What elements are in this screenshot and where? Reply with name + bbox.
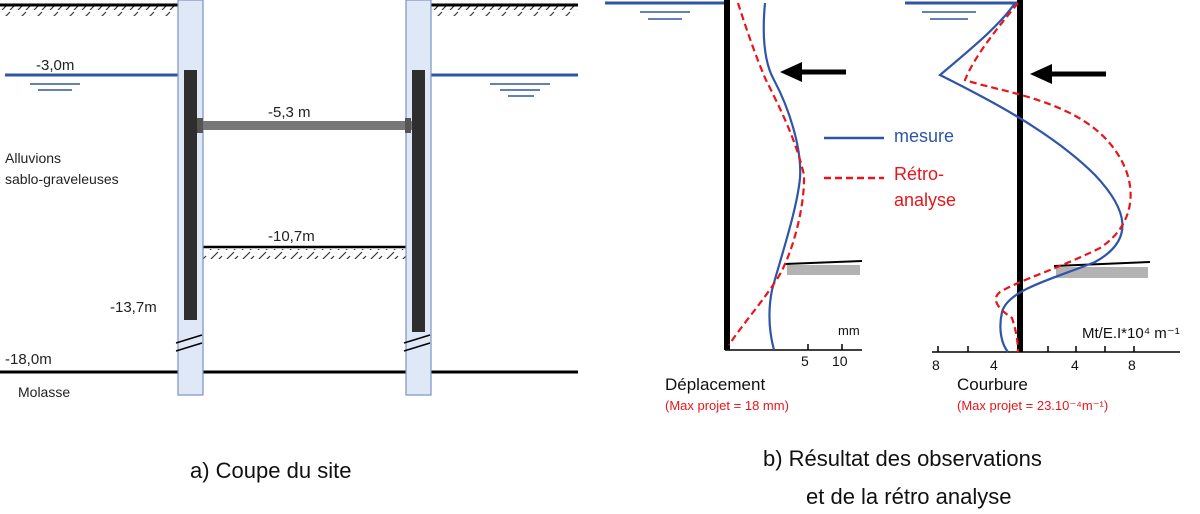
x-tick-label: 10	[832, 353, 848, 369]
displacement-title: Déplacement	[665, 375, 765, 394]
caption-b-line1: b) Résultat des observations	[763, 446, 1042, 471]
excavation-soil	[1056, 267, 1148, 278]
displacement-plot: 5 10 mm mesure Rétro- analyse Déplacemen…	[605, 0, 956, 413]
soil-label: Alluvions	[5, 150, 61, 166]
back-analysis-curvature-curve	[963, 2, 1132, 353]
left-diaphragm-wall	[184, 70, 197, 320]
left-wall-break-mark	[175, 334, 203, 352]
right-wall-break-mark	[403, 334, 431, 352]
excavation-level-label: -10,7m	[268, 228, 315, 245]
caption-b-line2: et de la rétro analyse	[806, 484, 1011, 509]
soil-label: sablo-graveleuses	[5, 171, 119, 187]
curvature-title: Courbure	[957, 375, 1028, 394]
strut-arrow-head	[780, 62, 802, 82]
unit-label: mm	[838, 323, 860, 338]
legend-back-analysis-label: Rétro-	[894, 164, 944, 184]
molasse-level-label: -18,0m	[5, 351, 52, 368]
legend-measure-label: mesure	[894, 126, 954, 146]
excavation-hatch	[200, 249, 410, 259]
curvature-plot: 8 4 4 8 Mt/E.I*10⁴ m⁻¹ Courbure (Max pro…	[905, 0, 1180, 413]
strut-arrow-head	[1030, 64, 1052, 84]
excavation-level	[784, 260, 863, 265]
ground-hatch-left	[0, 6, 182, 16]
back-analysis-displacement-curve	[728, 2, 806, 346]
bedrock-label: Molasse	[18, 384, 70, 400]
strut-end-left	[197, 118, 203, 133]
water-level-label: -3,0m	[36, 57, 74, 74]
site-section: -3,0m -5,3 m -10,7m -13,7m -18,0m Alluvi…	[0, 0, 578, 483]
ground-hatch-right	[428, 6, 578, 16]
excavation-soil	[787, 265, 860, 275]
axis-label: Mt/E.I*10⁴ m⁻¹	[1082, 325, 1180, 342]
x-tick-label: 5	[801, 353, 809, 369]
wall-toe-level-label: -13,7m	[110, 299, 157, 316]
x-tick-label: 8	[1128, 357, 1136, 373]
x-tick-label: 4	[1071, 357, 1079, 373]
x-tick-label: 4	[990, 357, 998, 373]
right-diaphragm-wall	[412, 70, 425, 332]
excavation-level	[1053, 261, 1151, 267]
legend-back-analysis-label: analyse	[894, 190, 956, 210]
strut-end-right	[405, 118, 411, 133]
strut	[197, 121, 412, 130]
x-tick-label: 8	[932, 357, 940, 373]
curvature-note: (Max projet = 23.10⁻⁴m⁻¹)	[957, 398, 1108, 413]
displacement-note: (Max projet = 18 mm)	[665, 398, 789, 413]
caption-a: a) Coupe du site	[190, 458, 351, 483]
strut-level-label: -5,3 m	[268, 104, 311, 121]
measured-displacement-curve	[762, 2, 802, 351]
measured-curvature-curve	[938, 2, 1124, 353]
